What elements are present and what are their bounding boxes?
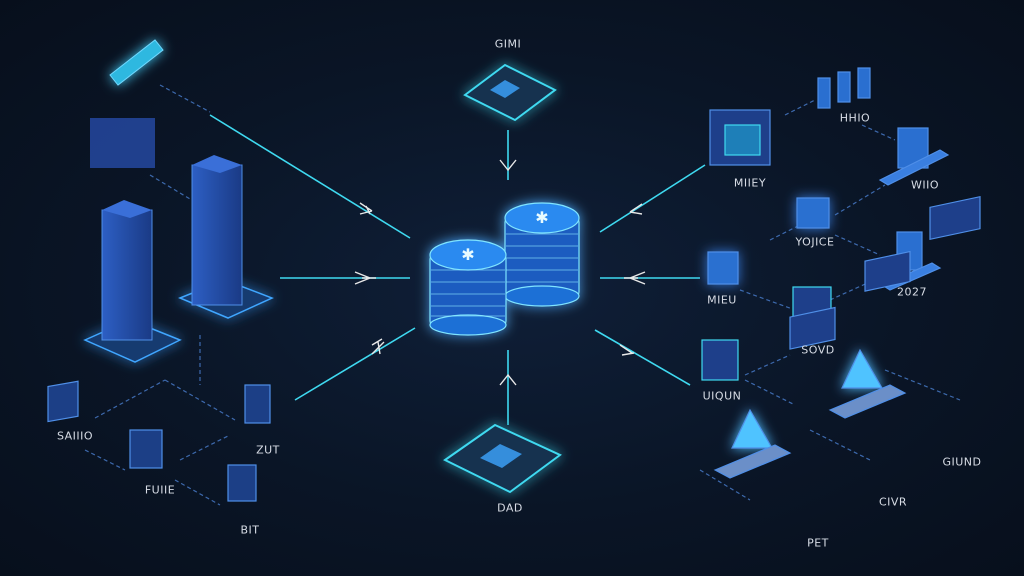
label-right-top-b: MIIEY	[733, 176, 767, 190]
svg-text:✱: ✱	[535, 208, 548, 227]
arrow-icons	[354, 159, 646, 386]
label-left-c: ZUT	[256, 443, 280, 457]
label-right-low-d: PET	[807, 536, 829, 550]
label-left-b: FUIIE	[144, 483, 176, 497]
label-right-low-b: GIUND	[942, 455, 982, 469]
bottom-circuit-tile-icon	[443, 423, 562, 494]
device-icons-right	[701, 67, 981, 479]
hub-database-stack-icon: ✱ ✱	[429, 202, 580, 336]
label-right-top-c: WIIO	[910, 178, 940, 192]
top-chip-tile-icon	[463, 63, 557, 122]
label-right-mid-c: 2027	[897, 285, 927, 299]
label-left-a: SAIIIO	[56, 429, 94, 443]
device-icons-left	[47, 380, 271, 502]
label-right-low-a: UIQUN	[702, 389, 742, 403]
svg-text:✱: ✱	[461, 245, 474, 264]
label-bottom: DAD	[497, 501, 523, 515]
label-left-d: BIT	[240, 523, 260, 537]
dashed-links	[84, 84, 961, 506]
server-tower-icon	[83, 39, 274, 363]
label-right-top-a: HHIO	[839, 111, 871, 125]
label-right-low-c: CIVR	[878, 495, 908, 509]
hub-connectors	[209, 114, 706, 425]
label-right-mid-d: SOVD	[801, 343, 835, 357]
label-right-mid-a: YOJICE	[795, 235, 835, 249]
label-top: GIMI	[494, 37, 522, 51]
label-right-mid-b: MIEU	[707, 293, 737, 307]
